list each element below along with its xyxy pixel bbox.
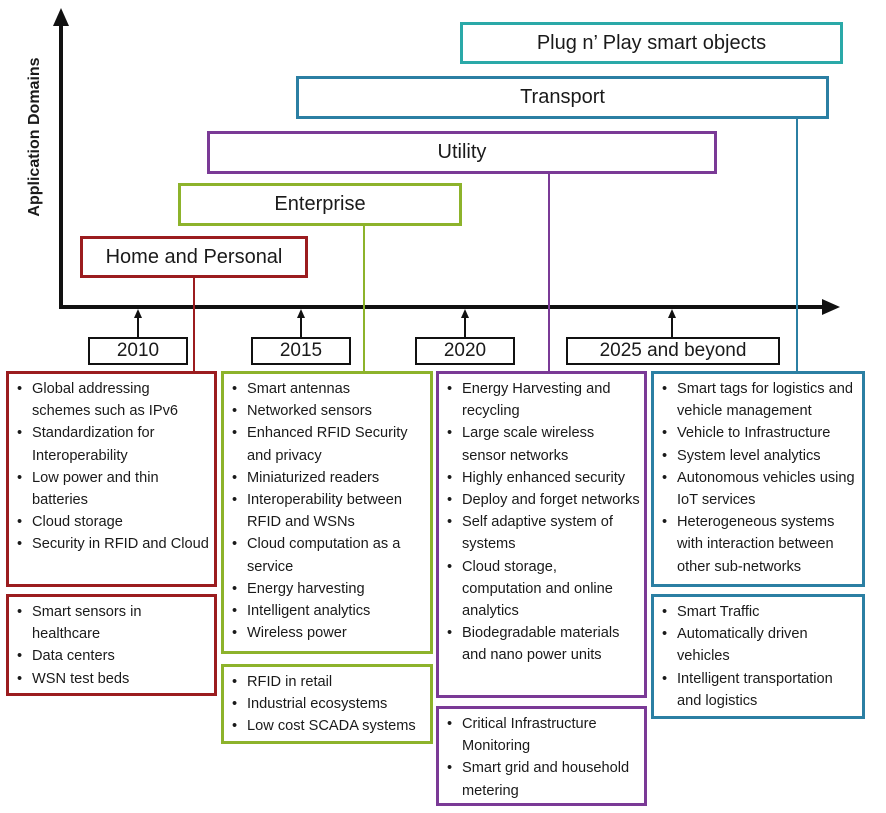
tick-arrow-2015: [297, 309, 305, 318]
list-item: Smart tags for logistics and vehicle man…: [660, 378, 858, 422]
applications-2020: Critical Infrastructure Monitoring Smart…: [436, 706, 647, 806]
tick-arrow-2025: [668, 309, 676, 318]
list-item: Self adaptive system of systems: [445, 511, 640, 555]
list-item: Miniaturized readers: [230, 467, 426, 489]
list-item: Deploy and forget networks: [445, 489, 640, 511]
list-item: Low power and thin batteries: [15, 467, 210, 511]
technologies-2010: Global addressing schemes such as IPv6 S…: [6, 371, 217, 587]
technologies-2015: Smart antennas Networked sensors Enhance…: [221, 371, 433, 654]
list-item: Smart Traffic: [660, 601, 858, 623]
list-item: Cloud computation as a service: [230, 533, 426, 577]
list-item: Intelligent analytics: [230, 600, 426, 622]
list-item: Standardization for Interoperability: [15, 422, 210, 466]
list-item: Data centers: [15, 645, 210, 667]
list-item: Autonomous vehicles using IoT services: [660, 467, 858, 511]
list-item: Energy harvesting: [230, 578, 426, 600]
domain-utility: Utility: [207, 131, 717, 174]
year-2015: 2015: [251, 337, 351, 365]
year-2025-and-beyond: 2025 and beyond: [566, 337, 780, 365]
domain-plug-n-play: Plug n’ Play smart objects: [460, 22, 843, 64]
list-item: Biodegradable materials and nano power u…: [445, 622, 640, 666]
domain-enterprise: Enterprise: [178, 183, 462, 226]
list-item: Low cost SCADA systems: [230, 715, 426, 737]
list-item: WSN test beds: [15, 668, 210, 690]
list-item: Interoperability between RFID and WSNs: [230, 489, 426, 533]
list-item: RFID in retail: [230, 671, 426, 693]
list-item: Wireless power: [230, 622, 426, 644]
list-item: Energy Harvesting and recycling: [445, 378, 640, 422]
list-item: Large scale wireless sensor networks: [445, 422, 640, 466]
technologies-2025-and-beyond: Smart tags for logistics and vehicle man…: [651, 371, 865, 587]
tick-arrow-2020: [461, 309, 469, 318]
list-item: Cloud storage, computation and online an…: [445, 556, 640, 623]
technologies-2020: Energy Harvesting and recycling Large sc…: [436, 371, 647, 698]
tick-arrow-2010: [134, 309, 142, 318]
list-item: Smart antennas: [230, 378, 426, 400]
list-item: Smart sensors in healthcare: [15, 601, 210, 645]
list-item: System level analytics: [660, 445, 858, 467]
list-item: Vehicle to Infrastructure: [660, 422, 858, 444]
list-item: Global addressing schemes such as IPv6: [15, 378, 210, 422]
applications-2010: Smart sensors in healthcare Data centers…: [6, 594, 217, 696]
list-item: Automatically driven vehicles: [660, 623, 858, 667]
list-item: Highly enhanced security: [445, 467, 640, 489]
y-axis-arrowhead: [53, 8, 69, 26]
applications-2015: RFID in retail Industrial ecosystems Low…: [221, 664, 433, 744]
list-item: Critical Infrastructure Monitoring: [445, 713, 640, 757]
list-item: Enhanced RFID Security and privacy: [230, 422, 426, 466]
list-item: Cloud storage: [15, 511, 210, 533]
list-item: Networked sensors: [230, 400, 426, 422]
y-axis-label: Application Domains: [26, 57, 43, 217]
list-item: Security in RFID and Cloud: [15, 533, 210, 555]
domain-transport: Transport: [296, 76, 829, 119]
list-item: Intelligent transportation and logistics: [660, 668, 858, 712]
applications-2025-and-beyond: Smart Traffic Automatically driven vehic…: [651, 594, 865, 719]
list-item: Smart grid and household metering: [445, 757, 640, 801]
x-axis-arrowhead: [822, 299, 840, 315]
domain-home-and-personal: Home and Personal: [80, 236, 308, 278]
list-item: Industrial ecosystems: [230, 693, 426, 715]
year-2010: 2010: [88, 337, 188, 365]
year-2020: 2020: [415, 337, 515, 365]
list-item: Heterogeneous systems with interaction b…: [660, 511, 858, 578]
